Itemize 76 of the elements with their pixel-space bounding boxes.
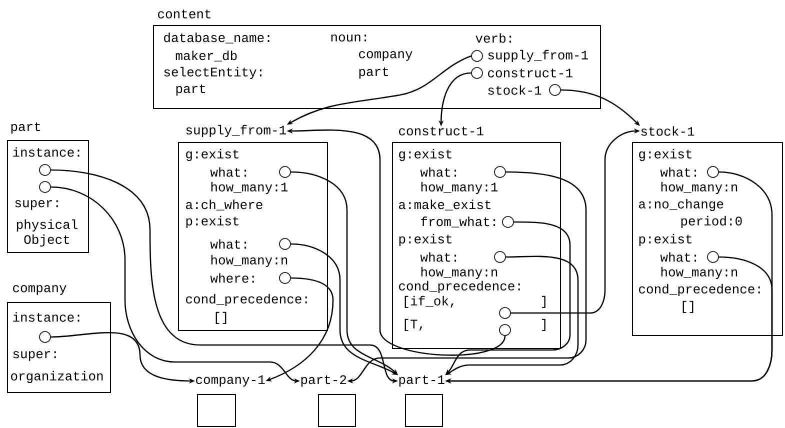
slot-label: p:exist (639, 234, 692, 246)
slot-label: organization (11, 370, 103, 384)
slot-label: [T, (404, 318, 422, 332)
frame-title: company-1 (196, 375, 265, 387)
frame-title: content (158, 10, 210, 18)
slot-label: cond_precedence: (399, 280, 520, 294)
slot-circle (39, 164, 51, 176)
slot-label: super: (15, 200, 58, 210)
slot-label: how_many:n (661, 266, 738, 280)
slot-label: p:exist (186, 216, 238, 228)
slot-label: what: (210, 167, 246, 177)
slot-circle (39, 181, 51, 193)
slot-label: construct-1 (488, 68, 572, 78)
slot-circle (549, 84, 561, 96)
slot-circle (494, 166, 506, 178)
slot-label: how_many:n (421, 266, 498, 280)
slot-label: where: (210, 273, 254, 283)
slot-label: what: (660, 252, 696, 262)
slot-circle (499, 324, 511, 336)
slot-label: what: (660, 167, 696, 177)
slot-label: supply_from-1 (488, 50, 588, 62)
slot-label: [] (216, 312, 226, 324)
slot-label: part (359, 67, 388, 79)
slot-label: ] (542, 296, 546, 308)
slot-label: maker_db (176, 50, 237, 62)
slot-circle (707, 251, 719, 263)
slot-label: noun: (331, 34, 366, 42)
frame-title: part-2 (301, 375, 346, 387)
slot-circle (471, 50, 483, 62)
slot-label: instance: (13, 312, 80, 322)
frame-title: company (13, 285, 66, 295)
slot-label: database_name: (164, 32, 270, 44)
slot-label: how_many:n (211, 254, 288, 268)
slot-label: how_many:n (661, 182, 738, 194)
slot-label: part (176, 84, 206, 96)
slot-label: [] (682, 300, 694, 314)
slot-label: super: (13, 351, 56, 361)
slot-label: period:0 (681, 216, 742, 228)
slot-circle (707, 166, 719, 178)
slot-label: verb: (476, 33, 512, 43)
slot-label: selectEntity: (164, 66, 262, 80)
slot-label: company (359, 51, 412, 61)
slot-label: stock-1 (488, 85, 542, 95)
slot-label: p:exist (399, 234, 452, 246)
slot-circle (39, 331, 51, 343)
slot-circle (279, 238, 291, 250)
slot-label: a:no_change (639, 198, 724, 212)
slot-circle (471, 67, 483, 79)
slot-label: what: (420, 252, 456, 262)
slot-label: physical Object (16, 219, 78, 247)
frame-title: part (11, 122, 40, 134)
slot-label: [if_ok, (404, 296, 454, 308)
slot-label: g:exist (399, 148, 452, 162)
slot-label: cond_precedence: (186, 294, 307, 306)
slot-circle (494, 251, 506, 263)
slot-label: a:make_exist (399, 200, 490, 210)
frame-title: construct-1 (399, 126, 484, 136)
slot-label: how_many:1 (421, 182, 498, 194)
slot-circle (502, 216, 514, 228)
slot-label: ] (542, 318, 546, 332)
slot-label: from_what: (421, 216, 496, 228)
frame-title: stock-1 (641, 126, 694, 136)
slot-label: a:ch_where (186, 200, 262, 210)
frame-title: supply_from-1 (186, 124, 286, 138)
slot-label: g:exist (186, 148, 238, 162)
frame-title: part-1 (399, 375, 444, 387)
slot-circle (279, 272, 291, 284)
slot-label: what: (420, 167, 456, 177)
slot-label: what: (210, 239, 246, 249)
slot-label: cond_precedence: (639, 284, 760, 296)
slot-label: g:exist (639, 148, 692, 162)
slot-circle (279, 166, 291, 178)
arrow (560, 89, 640, 126)
slot-circle (499, 307, 511, 319)
slot-label: how_many:1 (211, 182, 288, 194)
slot-label: instance: (13, 147, 80, 157)
